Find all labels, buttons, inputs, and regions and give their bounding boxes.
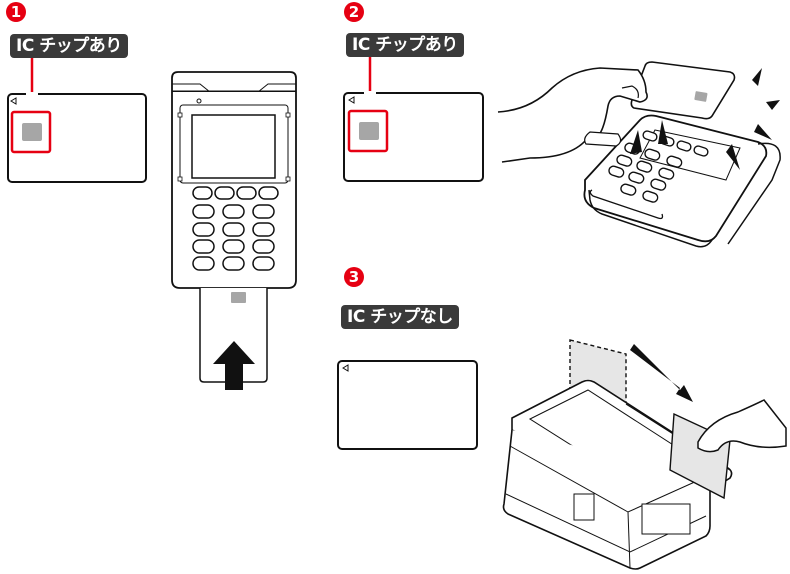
inserted-card-chip: [231, 292, 246, 303]
step-1-card-diagram: [7, 58, 147, 183]
hand: [697, 399, 787, 453]
contactless-wave-marks: [630, 68, 780, 170]
chip-highlight: [347, 109, 389, 153]
function-keys: [192, 186, 279, 200]
step-3-number: 3: [344, 267, 364, 287]
tap-card-chip: [694, 91, 708, 102]
step-1-label: IC チップあり: [10, 34, 128, 58]
ic-card: [7, 93, 147, 183]
ic-chip: [359, 122, 379, 140]
card-orientation-mark: [10, 97, 17, 105]
card-terminal-tap-illustration: [497, 61, 781, 248]
tap-terminal-keys: [608, 130, 709, 203]
card-terminal-insert-illustration: [171, 71, 297, 390]
terminal-screen: [191, 114, 276, 179]
insert-direction-arrow: [213, 341, 255, 390]
ic-chip: [22, 123, 42, 141]
numeric-keypad: [192, 204, 275, 271]
non-ic-card: [337, 360, 478, 450]
step-3-label: IC チップなし: [341, 305, 459, 329]
step-2-label: IC チップあり: [346, 33, 464, 57]
step-3-card-diagram: [337, 360, 478, 450]
step-2-card-diagram: [343, 57, 484, 182]
step-1-number: 1: [6, 2, 26, 22]
ic-card: [343, 92, 484, 182]
card-reader-swipe-illustration: [502, 339, 787, 570]
swipe-direction-arrow: [630, 344, 693, 402]
tap-card: [630, 61, 736, 120]
step-2-number: 2: [344, 2, 364, 22]
chip-highlight: [10, 110, 52, 154]
